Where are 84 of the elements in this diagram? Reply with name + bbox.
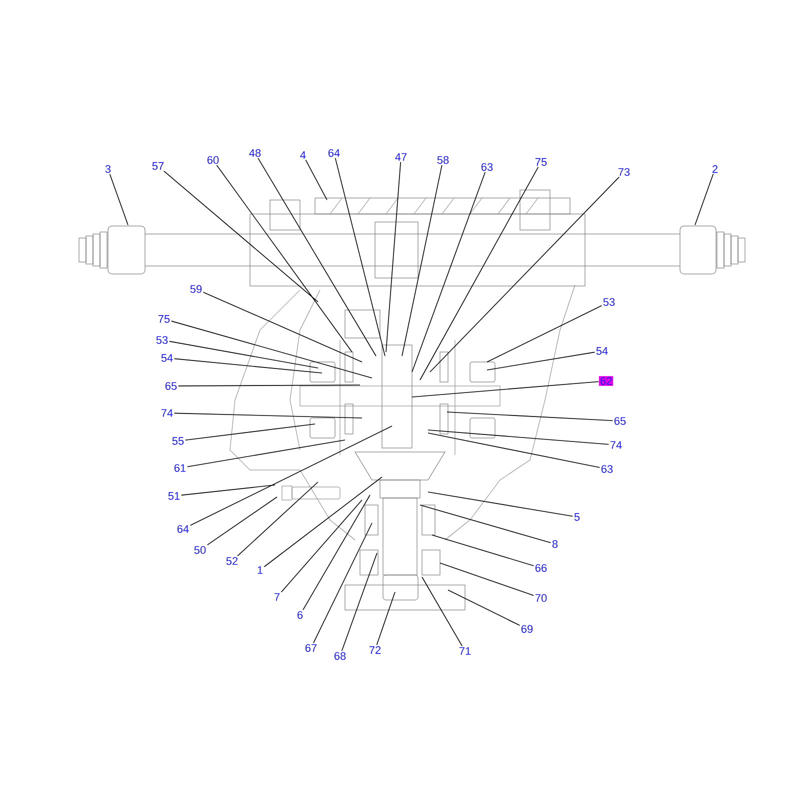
- leader-line: [402, 164, 442, 356]
- callout-number: 73: [618, 168, 630, 176]
- callout-number: 64: [177, 525, 189, 533]
- leader-line: [334, 158, 386, 356]
- callout-number: 58: [437, 156, 449, 164]
- callout-number: 65: [614, 417, 626, 425]
- callout-number: 53: [603, 298, 615, 306]
- callout-number: 68: [334, 652, 346, 660]
- callout-number: 1: [258, 566, 263, 574]
- callout-number: 3: [105, 165, 111, 173]
- leader-line: [694, 174, 714, 226]
- callout-number: 67: [305, 644, 317, 652]
- callout-number: 47: [395, 153, 407, 161]
- leader-line: [206, 496, 278, 546]
- callout-number: 72: [369, 646, 381, 654]
- callout-number: 57: [152, 162, 164, 170]
- callout-number: 54: [596, 347, 608, 355]
- callout-number: 2: [712, 165, 718, 173]
- callout-number: 70: [535, 594, 547, 602]
- callout-number: 48: [249, 149, 261, 157]
- leader-line: [190, 426, 392, 526]
- leader-line: [280, 500, 362, 593]
- callout-number: 55: [172, 437, 184, 445]
- leader-line: [420, 166, 539, 380]
- callout-number: 66: [535, 564, 547, 572]
- leader-line: [302, 494, 370, 610]
- callout-number: 59: [190, 285, 202, 293]
- leader-line: [428, 430, 610, 445]
- callout-number: 60: [207, 156, 219, 164]
- leader-line: [174, 358, 322, 374]
- callout-number: 74: [161, 409, 173, 417]
- callout-number: 65: [165, 382, 177, 390]
- leader-line: [428, 492, 574, 517]
- callout-number: 50: [194, 546, 206, 554]
- leader-line: [486, 305, 602, 362]
- leader-line: [186, 440, 346, 468]
- leader-line: [164, 170, 318, 302]
- callout-number: 75: [535, 158, 547, 166]
- callout-number: 69: [521, 625, 533, 633]
- callout-number: 8: [552, 540, 558, 548]
- leader-line: [446, 412, 614, 422]
- leader-line: [486, 352, 596, 370]
- leader-line: [420, 504, 552, 544]
- callout-number: 54: [161, 354, 173, 362]
- leader-line: [258, 158, 376, 356]
- leader-line: [341, 552, 378, 652]
- leader-line: [264, 476, 382, 568]
- callout-number: 4: [300, 151, 306, 159]
- callout-number: 74: [610, 441, 622, 449]
- leader-line: [202, 292, 362, 362]
- leader-line: [386, 162, 402, 352]
- leader-line: [412, 172, 486, 372]
- leader-line: [448, 590, 520, 626]
- leader-line: [313, 522, 372, 644]
- leader-line: [170, 320, 372, 378]
- callout-number: 71: [459, 647, 471, 655]
- leader-line: [412, 381, 600, 398]
- leader-line: [305, 160, 328, 200]
- callout-number: 52: [226, 557, 238, 565]
- callout-number: 62: [598, 376, 614, 386]
- leader-line: [428, 432, 600, 468]
- leader-line: [237, 482, 318, 556]
- callout-number: 61: [174, 464, 186, 472]
- callout-number: 75: [158, 315, 170, 323]
- leader-line: [216, 164, 352, 352]
- callout-number: 64: [328, 149, 340, 157]
- callout-number: 51: [168, 492, 180, 500]
- leader-line: [430, 176, 620, 372]
- leader-line: [109, 174, 128, 226]
- leader-line: [174, 412, 362, 418]
- leader-line: [168, 340, 318, 368]
- callout-number: 53: [156, 336, 168, 344]
- leader-line: [376, 592, 396, 646]
- callout-number: 63: [601, 465, 613, 473]
- callout-number: 63: [481, 163, 493, 171]
- leader-line: [178, 384, 360, 386]
- leader-line: [184, 424, 316, 440]
- leader-line: [432, 534, 534, 566]
- callout-number: 5: [574, 513, 580, 521]
- leader-line: [422, 576, 463, 646]
- leader-line: [440, 562, 534, 596]
- callout-number: 6: [298, 611, 303, 619]
- callout-number: 7: [274, 593, 280, 601]
- leader-line: [180, 484, 276, 496]
